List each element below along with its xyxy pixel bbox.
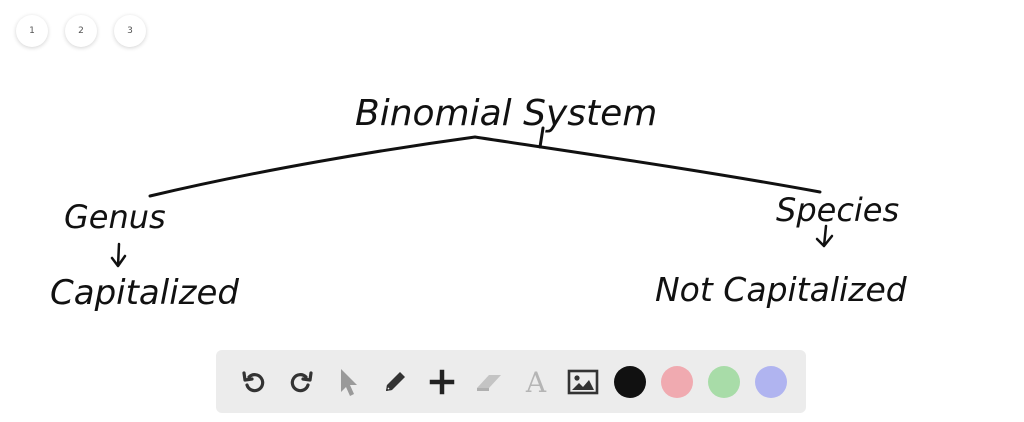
title-text: Binomial System xyxy=(355,93,657,134)
pen-icon xyxy=(385,371,405,391)
undo-button[interactable] xyxy=(230,358,277,405)
genus-arrow xyxy=(110,242,127,268)
add-button[interactable] xyxy=(418,358,465,405)
page-tab-1[interactable]: 1 xyxy=(16,15,48,47)
redo-icon xyxy=(290,370,313,392)
color-swatch-pink[interactable] xyxy=(660,365,693,398)
color-swatch-green[interactable] xyxy=(707,365,740,398)
redo-button[interactable] xyxy=(277,358,324,405)
image-icon xyxy=(567,369,598,394)
color-swatch-black[interactable] xyxy=(613,365,646,398)
capitalized-text: Capitalized xyxy=(50,273,239,313)
page-tab-3[interactable]: 3 xyxy=(114,15,146,47)
genus-text: Genus xyxy=(64,198,166,236)
not-capitalized-text: Not Capitalized xyxy=(655,270,908,309)
species-text: Species xyxy=(776,191,899,229)
image-tool[interactable] xyxy=(559,358,606,405)
text-tool[interactable]: A xyxy=(512,358,559,405)
arc-tick xyxy=(538,126,545,149)
color-swatch-purple[interactable] xyxy=(754,365,787,398)
eraser-icon xyxy=(476,374,501,391)
pen-tool[interactable] xyxy=(371,358,418,405)
pointer-tool[interactable] xyxy=(324,358,371,405)
branch-arc xyxy=(148,135,822,198)
eraser-tool[interactable] xyxy=(465,358,512,405)
page-tab-2[interactable]: 2 xyxy=(65,15,97,47)
undo-icon xyxy=(241,370,264,392)
pointer-icon xyxy=(340,368,357,396)
add-icon xyxy=(429,369,454,394)
text-icon: A xyxy=(524,367,546,397)
drawing-toolbar: A xyxy=(216,350,806,413)
text-tool-glyph: A xyxy=(524,367,546,397)
page-tabs: 1 2 3 xyxy=(16,15,146,47)
species-arrow xyxy=(815,224,834,248)
